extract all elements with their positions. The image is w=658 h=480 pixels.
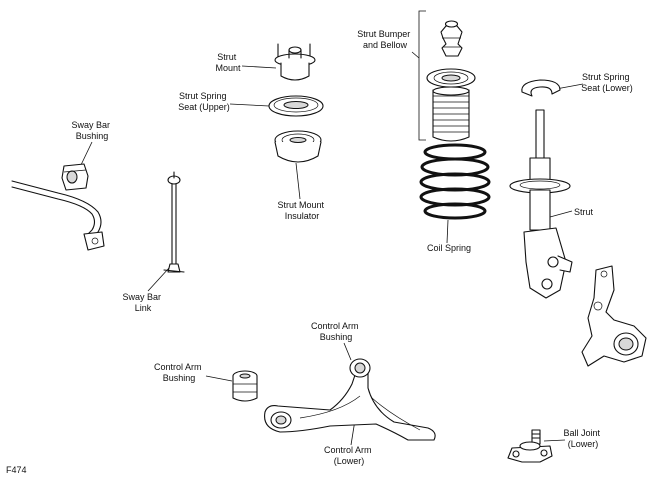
label-sway-bar-link: Sway Bar Link	[122, 292, 163, 313]
strut-spring-seat-lower	[521, 79, 561, 97]
label-control-arm-bushing-left: Control Arm Bushing	[154, 362, 204, 383]
strut-mount-insulator	[274, 130, 322, 163]
strut-assembly	[509, 109, 573, 299]
label-strut-bumper: Strut Bumper and Bellow	[357, 29, 413, 50]
label-strut-mount-insulator: Strut Mount Insulator	[277, 200, 326, 221]
control-arm-bushing	[232, 370, 258, 402]
sway-bar	[11, 180, 105, 251]
ball-joint-lower	[507, 429, 553, 463]
coil-spring	[419, 143, 491, 220]
strut-spring-seat-upper	[268, 95, 324, 117]
label-spring-seat-lower: Strut Spring Seat (Lower)	[581, 72, 633, 93]
label-control-arm-bushing-top: Control Arm Bushing	[311, 321, 361, 342]
label-control-arm-lower: Control Arm (Lower)	[324, 445, 374, 466]
label-strut: Strut	[574, 207, 594, 217]
control-arm-lower	[264, 358, 436, 441]
label-ball-joint-lower: Ball Joint (Lower)	[563, 428, 602, 449]
label-spring-seat-upper: Strut Spring Seat (Upper)	[178, 91, 230, 112]
steering-knuckle	[581, 265, 647, 367]
label-coil-spring: Coil Spring	[427, 243, 471, 253]
label-strut-mount: Strut Mount	[215, 52, 241, 73]
leader-lines	[79, 10, 584, 446]
figure-id: F474	[6, 465, 27, 475]
sway-bar-bushing	[61, 163, 89, 191]
strut-bumper-and-bellow	[426, 20, 476, 142]
label-sway-bar-bushing: Sway Bar Bushing	[71, 120, 112, 141]
sway-bar-link	[163, 171, 185, 273]
strut-mount	[274, 43, 316, 81]
